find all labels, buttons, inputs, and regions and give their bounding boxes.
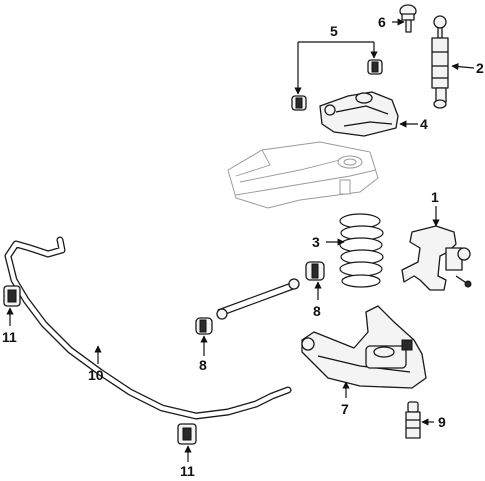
callout-5: 5: [330, 23, 338, 39]
callout-11-left: 11: [2, 329, 17, 345]
stabilizer-bushing-bottom: [177, 423, 197, 445]
callout-4: 4: [420, 116, 428, 132]
coil-spring: [339, 213, 384, 288]
leader-lines: [6, 18, 475, 462]
upper-arm-bushing-right: [367, 59, 383, 75]
strut-rod-bushing-lower: [195, 317, 213, 335]
callout-10: 10: [88, 367, 104, 383]
upper-arm-bushing-left: [291, 95, 307, 111]
upper-ball-joint: [399, 4, 417, 33]
callout-11-bottom: 11: [180, 463, 195, 479]
stabilizer-bar: [4, 236, 292, 420]
steering-knuckle: [401, 225, 472, 291]
callout-3: 3: [312, 234, 320, 250]
callout-1: 1: [431, 189, 439, 205]
callout-7: 7: [341, 401, 349, 417]
shock-absorber: [431, 15, 449, 109]
stabilizer-bushing-left: [3, 285, 21, 307]
upper-control-arm: [319, 91, 399, 137]
callout-9: 9: [438, 414, 446, 430]
callout-2: 2: [476, 60, 484, 76]
callout-8-upper: 8: [313, 303, 321, 319]
lower-control-arm: [301, 305, 427, 389]
lower-ball-joint: [405, 401, 421, 439]
strut-rod: [216, 278, 300, 320]
callout-8-lower: 8: [199, 357, 207, 373]
strut-rod-bushing-upper: [305, 261, 325, 281]
callout-6: 6: [378, 14, 386, 30]
frame-crossmember: [227, 141, 379, 209]
